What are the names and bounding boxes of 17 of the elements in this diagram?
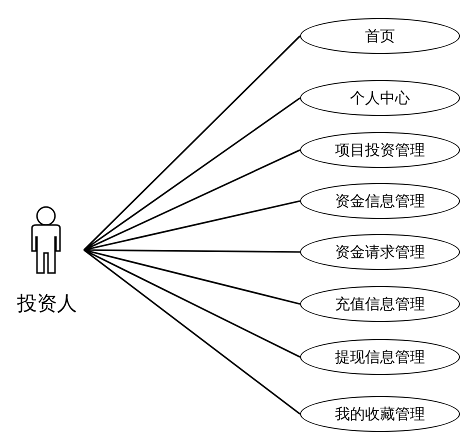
connector-line: [84, 249, 300, 253]
use-case-label: 个人中心: [350, 88, 410, 108]
actor-label: 投资人: [16, 290, 78, 317]
connector-line: [84, 249, 300, 305]
connector-line: [83, 35, 301, 251]
use-case-label: 资金请求管理: [335, 242, 425, 262]
connector-line: [84, 97, 300, 251]
use-case-label: 首页: [365, 26, 395, 46]
use-case-label: 充值信息管理: [335, 294, 425, 314]
connector-line: [84, 149, 300, 251]
use-case-label: 提现信息管理: [335, 348, 425, 366]
connector-line: [84, 249, 300, 415]
use-case-label: 资金信息管理: [335, 192, 425, 210]
connector-line: [84, 200, 300, 251]
connector-line: [84, 249, 300, 358]
use-case-label: 项目投资管理: [335, 140, 425, 160]
use-case-label: 我的收藏管理: [335, 404, 425, 424]
